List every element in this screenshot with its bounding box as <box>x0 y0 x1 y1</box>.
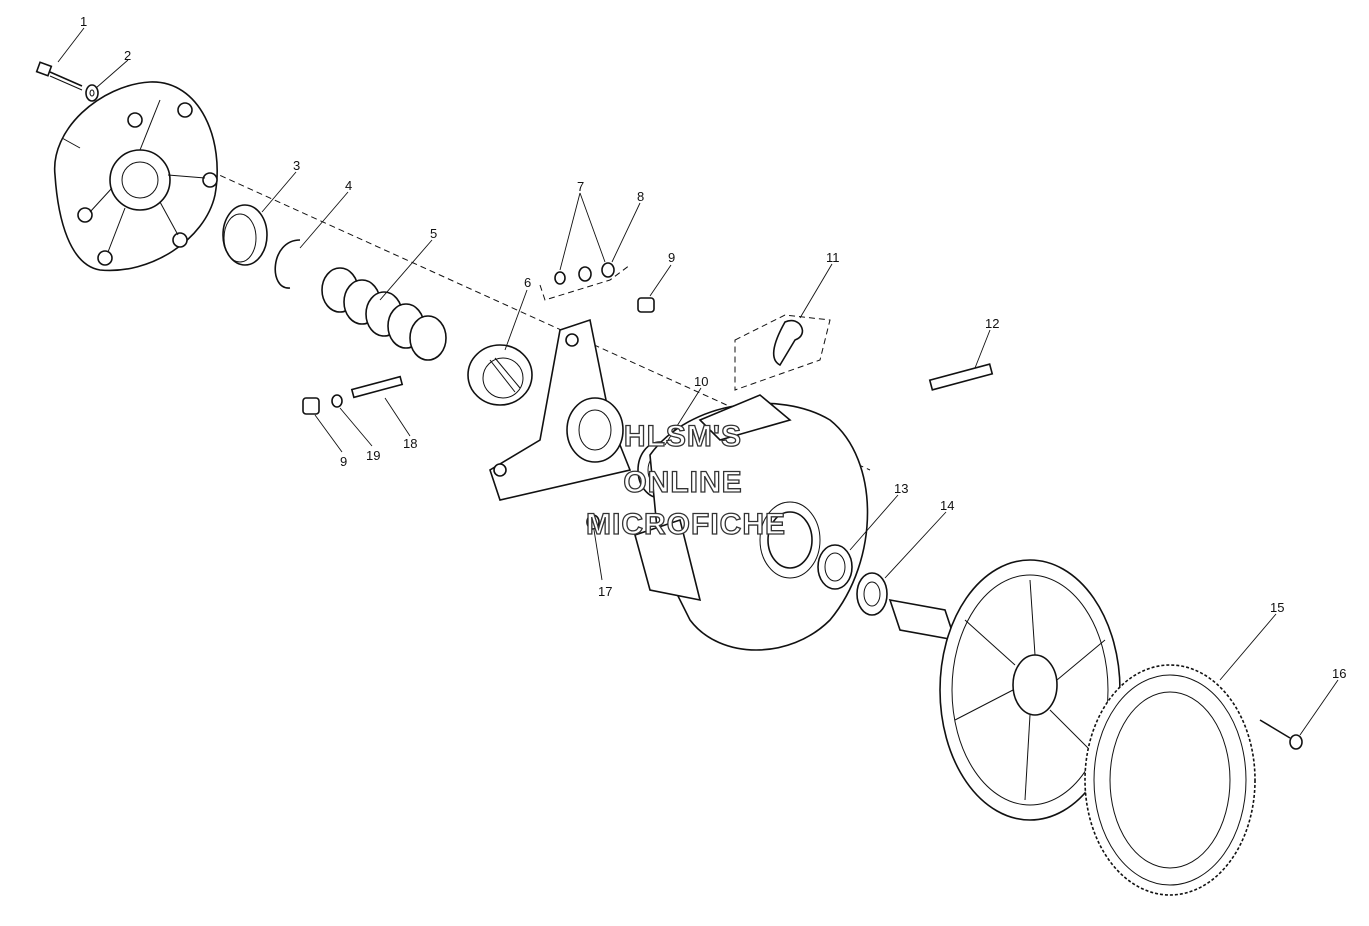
callout-3: 3 <box>293 158 300 173</box>
axis-line <box>119 129 871 471</box>
part-movable-sheave <box>634 394 869 651</box>
callout-5: 5 <box>430 226 437 241</box>
part-o-ring <box>331 394 343 408</box>
callout-11: 11 <box>826 250 840 265</box>
part-washer <box>85 84 99 102</box>
callout-9-upper: 9 <box>668 250 675 265</box>
callout-16: 16 <box>1332 666 1346 681</box>
part-cover-plate <box>53 81 218 272</box>
callout-17: 17 <box>598 584 612 599</box>
callout-2: 2 <box>124 48 131 63</box>
part-sheave-washer <box>856 572 888 616</box>
part-pin <box>350 375 404 399</box>
part-roller <box>302 397 320 415</box>
watermark-line-3: MICROFICHE <box>586 508 786 541</box>
part-spring <box>321 267 447 361</box>
part-snap-ring <box>274 239 301 289</box>
part-ring-gear <box>1084 664 1256 896</box>
callout-13: 13 <box>894 481 908 496</box>
part-sheave-bushing <box>817 544 853 590</box>
watermark-line-1: HLSM'S <box>624 420 742 453</box>
callout-15: 15 <box>1270 600 1284 615</box>
part-spacer <box>637 297 655 313</box>
callout-7: 7 <box>577 179 584 194</box>
part-long-pin <box>928 363 994 391</box>
callout-12: 12 <box>985 316 999 331</box>
part-spider-cam <box>467 344 533 406</box>
leader-lines <box>57 27 1339 736</box>
callout-6: 6 <box>524 275 531 290</box>
part-spider-arm <box>489 318 632 501</box>
part-bushing-ring <box>222 204 268 266</box>
part-bolt <box>35 61 83 91</box>
watermark: HLSM'S ONLINE MICROFICHE <box>585 419 786 541</box>
callout-4: 4 <box>345 178 352 193</box>
callout-19: 19 <box>366 448 380 463</box>
callout-18: 18 <box>403 436 417 451</box>
callout-8: 8 <box>637 189 644 204</box>
callout-10: 10 <box>694 374 708 389</box>
watermark-line-2: ONLINE <box>623 466 742 499</box>
part-washer-set <box>539 262 631 301</box>
part-gear-bolt <box>1259 719 1303 750</box>
part-small-nut <box>586 514 600 530</box>
callout-1: 1 <box>80 14 87 29</box>
callout-14: 14 <box>940 498 954 513</box>
callout-9-lower: 9 <box>340 454 347 469</box>
part-fixed-sheave <box>888 559 1121 821</box>
part-clip <box>734 314 831 391</box>
